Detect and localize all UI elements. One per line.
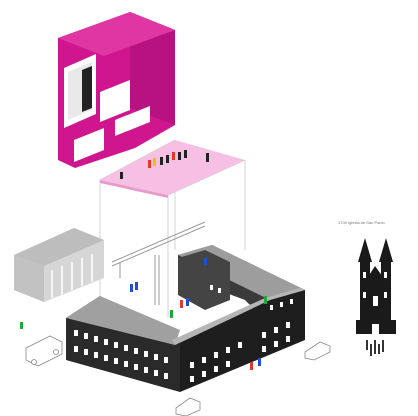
car-left — [26, 336, 62, 366]
old-building — [14, 228, 104, 302]
car-bottom — [176, 398, 200, 416]
car-right — [305, 342, 330, 360]
church-caption: 1700 Iglesia de San Pablo — [338, 220, 418, 225]
magenta-volume — [58, 12, 175, 168]
church-elevation — [356, 238, 396, 356]
